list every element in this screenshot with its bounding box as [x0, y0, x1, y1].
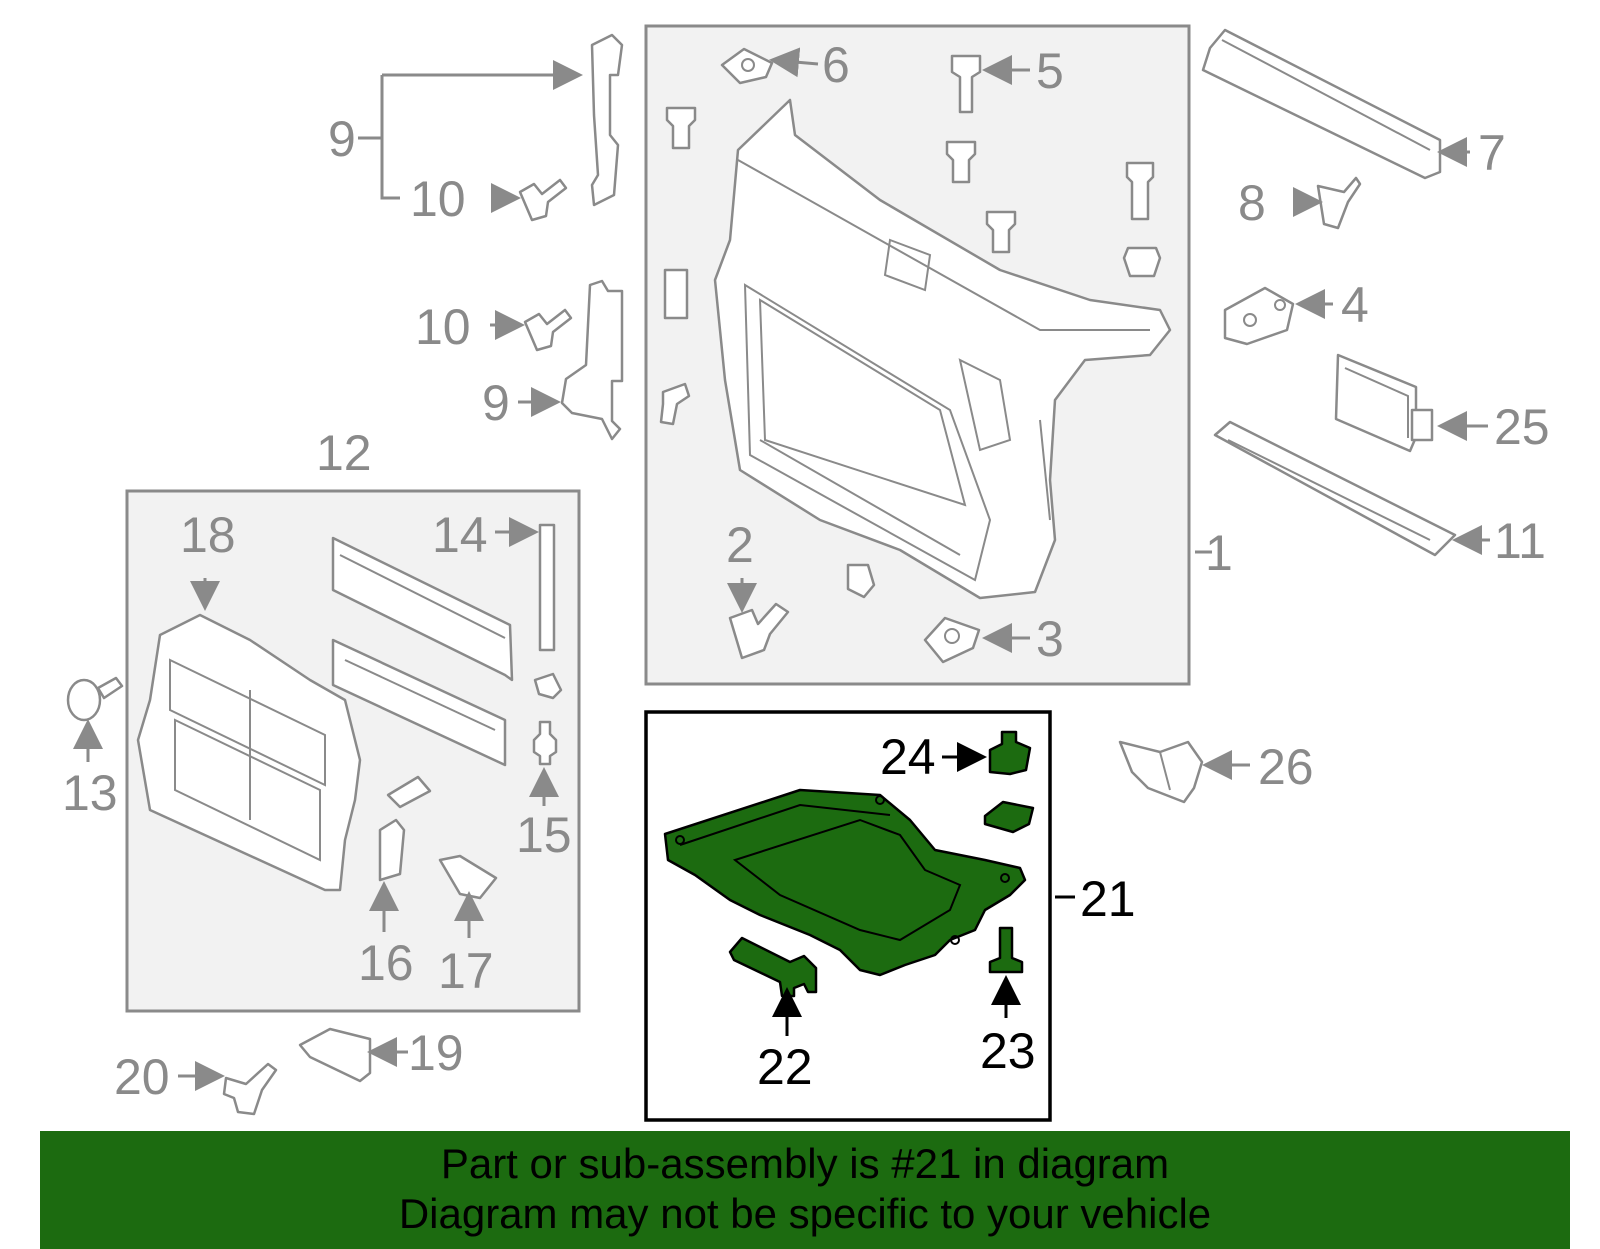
clip-6-part [720, 47, 774, 85]
callout-10-upper: 10 [410, 171, 466, 227]
part-7 [1201, 28, 1442, 180]
info-banner: Part or sub-assembly is #21 in diagram D… [40, 1131, 1570, 1249]
callout-20: 20 [114, 1049, 170, 1105]
part-15 [532, 672, 563, 766]
part-20 [222, 1062, 278, 1116]
callout-9-upper: 9 [328, 111, 356, 167]
callout-6: 6 [822, 37, 850, 93]
callout-18: 18 [180, 507, 236, 563]
callout-11: 11 [1494, 513, 1546, 569]
part-8 [1316, 176, 1362, 230]
callout-21: 21 [1080, 871, 1136, 927]
callout-4: 4 [1341, 277, 1369, 333]
radiator-support-part [713, 98, 1172, 600]
part-23 [988, 926, 1024, 974]
callout-23: 23 [980, 1023, 1036, 1079]
part-14 [538, 523, 556, 652]
bar-lower [331, 638, 507, 767]
bolt-5-part [950, 54, 982, 114]
callout-13: 13 [62, 765, 118, 821]
callout-15: 15 [516, 807, 572, 863]
callout-19: 19 [408, 1025, 464, 1081]
part-19 [298, 1027, 372, 1083]
callout-10-lower: 10 [415, 299, 471, 355]
callout-5: 5 [1036, 43, 1064, 99]
part-9-lower [560, 279, 624, 441]
part-22 [728, 936, 818, 998]
banner-line-2: Diagram may not be specific to your vehi… [398, 1190, 1212, 1237]
part-11 [1213, 420, 1457, 557]
callout-14: 14 [432, 507, 488, 563]
part-16 [378, 818, 406, 882]
callout-12: 12 [316, 425, 372, 481]
callout-25: 25 [1494, 399, 1550, 455]
callout-3: 3 [1036, 611, 1064, 667]
callout-26: 26 [1258, 739, 1314, 795]
callout-24: 24 [880, 729, 936, 785]
part-17 [438, 854, 498, 900]
bolt-2-part [728, 602, 790, 660]
bar-upper [331, 536, 514, 682]
callout-8: 8 [1238, 175, 1266, 231]
part-24 [988, 730, 1032, 776]
part-misc-12 [386, 775, 432, 809]
banner-line-1: Part or sub-assembly is #21 in diagram [440, 1140, 1170, 1187]
screw-10-lower [523, 308, 573, 352]
screw-10-upper [518, 178, 568, 222]
callout-9-lower: 9 [482, 375, 510, 431]
callout-22: 22 [757, 1039, 813, 1095]
clip-small-green [983, 800, 1035, 834]
callout-1: 1 [1205, 525, 1233, 581]
callout-16: 16 [358, 935, 414, 991]
part-13 [66, 676, 124, 722]
clip-3-part [923, 616, 981, 664]
grille-part-18 [136, 613, 362, 892]
part-9-upper [590, 33, 624, 207]
part-26 [1118, 740, 1204, 804]
callout-2: 2 [726, 517, 754, 573]
part-25 [1334, 353, 1434, 453]
splash-shield-part-21 [663, 788, 1027, 977]
callout-7: 7 [1478, 125, 1506, 181]
part-4 [1223, 286, 1295, 346]
box1-fasteners [659, 106, 1162, 599]
leader-lines [73, 47, 1490, 1091]
callout-17: 17 [438, 943, 494, 999]
